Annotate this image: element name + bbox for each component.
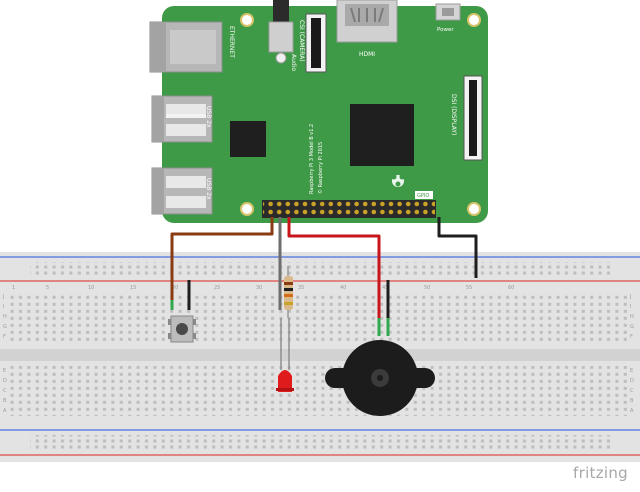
raspberry-pi-board bbox=[162, 6, 488, 223]
col-number: 1 bbox=[12, 285, 15, 291]
usb-controller-chip bbox=[230, 121, 266, 157]
copyright-label: © Raspberry Pi 2015 bbox=[317, 142, 324, 194]
row-letter: I bbox=[630, 304, 631, 310]
usb-top-label: USB 2x bbox=[205, 106, 212, 128]
col-number: 40 bbox=[340, 285, 346, 291]
power-port: Power bbox=[435, 3, 461, 33]
push-button bbox=[168, 315, 196, 343]
row-letter: F bbox=[3, 334, 6, 340]
gpio-header: GPIO bbox=[262, 191, 436, 218]
red-wire bbox=[287, 217, 381, 334]
brown-wire bbox=[170, 217, 274, 306]
col-number: 60 bbox=[508, 285, 514, 291]
breadboard-row-letters: J I H G F E D C B A J I H G F E D C B A bbox=[2, 294, 634, 414]
power-label: Power bbox=[437, 27, 454, 33]
hdmi-port: HDMI bbox=[336, 0, 398, 58]
row-letter: A bbox=[630, 408, 634, 414]
row-letter: C bbox=[3, 388, 7, 394]
row-letter: B bbox=[3, 398, 7, 404]
col-number: 35 bbox=[298, 285, 304, 291]
csi-label: CSI (CAMERA) bbox=[298, 20, 305, 62]
csi-connector: CSI (CAMERA) bbox=[298, 13, 327, 73]
usb-bottom-label: USB 2x bbox=[205, 178, 212, 200]
row-letter: B bbox=[630, 398, 634, 404]
col-number: 20 bbox=[172, 285, 178, 291]
col-number: 10 bbox=[88, 285, 94, 291]
row-letter: E bbox=[630, 368, 633, 374]
row-letter: J bbox=[629, 294, 631, 300]
col-number: 55 bbox=[466, 285, 472, 291]
row-letter: E bbox=[3, 368, 6, 374]
col-number: 45 bbox=[382, 285, 388, 291]
col-number: 15 bbox=[130, 285, 136, 291]
row-letter: H bbox=[3, 314, 7, 320]
audio-label: Audio bbox=[290, 54, 297, 71]
ethernet-label: ETHERNET bbox=[228, 26, 235, 58]
model-label: Raspberry Pi 3 Model B v1.2 bbox=[309, 124, 315, 194]
gpio-label: GPIO bbox=[417, 193, 429, 199]
audio-jack: Audio bbox=[268, 0, 297, 71]
row-letter: F bbox=[630, 334, 633, 340]
row-letter: C bbox=[630, 388, 634, 394]
col-number: 30 bbox=[256, 285, 262, 291]
row-letter: I bbox=[3, 304, 4, 310]
col-number: 25 bbox=[214, 285, 220, 291]
fritzing-logo: fritzing bbox=[573, 464, 628, 482]
row-letter: D bbox=[630, 378, 634, 384]
col-number: 5 bbox=[46, 285, 49, 291]
raspberry-logo bbox=[391, 174, 405, 187]
breadboard bbox=[0, 252, 640, 462]
row-letter: H bbox=[630, 314, 634, 320]
red-led bbox=[276, 318, 294, 392]
ground-wire bbox=[437, 217, 478, 278]
wires bbox=[170, 217, 478, 336]
usb-port-top: USB 2x bbox=[151, 95, 213, 143]
row-letter: G bbox=[630, 324, 634, 330]
piezo-buzzer bbox=[325, 340, 435, 416]
resistor bbox=[284, 266, 293, 318]
col-number: 50 bbox=[424, 285, 430, 291]
row-letter: G bbox=[3, 324, 7, 330]
row-letter: A bbox=[3, 408, 7, 414]
row-letter: D bbox=[3, 378, 7, 384]
breadboard-column-numbers: 1 5 10 15 20 25 30 35 40 45 50 55 60 bbox=[12, 285, 514, 291]
row-letter: J bbox=[2, 294, 4, 300]
usb-port-bottom: USB 2x bbox=[151, 167, 213, 215]
soc-chip bbox=[350, 104, 414, 166]
dsi-label: DSI (DISPLAY) bbox=[450, 94, 457, 135]
dsi-connector: DSI (DISPLAY) bbox=[450, 75, 483, 161]
hdmi-label: HDMI bbox=[359, 51, 375, 58]
ethernet-port: ETHERNET bbox=[149, 21, 235, 73]
